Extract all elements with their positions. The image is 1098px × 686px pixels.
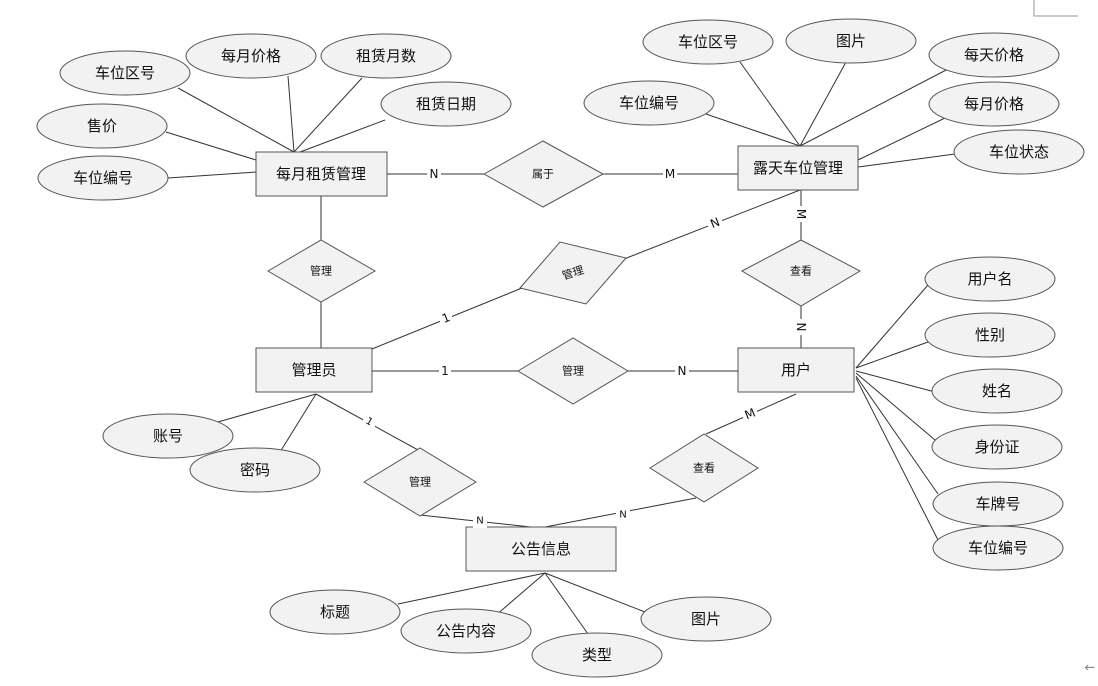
relationship-belongs-to-label: 属于 xyxy=(532,168,554,181)
cardinality-admin-manage-ann: 1 xyxy=(363,416,374,429)
entity-outdoor-parking-label: 露天车位管理 xyxy=(753,159,843,177)
attr-rental-monthly-price: 每月价格 xyxy=(185,33,317,79)
cardinality-user-managed: N xyxy=(678,364,687,378)
attr-ann-content-label: 公告内容 xyxy=(436,622,496,640)
entity-monthly-rental-label: 每月租赁管理 xyxy=(276,165,366,183)
attr-parking-image-label: 图片 xyxy=(836,32,866,50)
attr-rental-number-label: 车位编号 xyxy=(73,169,133,187)
attr-rental-monthly-price-label: 每月价格 xyxy=(221,47,281,65)
attributes: 车位区号 每月价格 租赁月数 租赁日期 售价 车位编号 车位区号 图片 每天价格… xyxy=(36,18,1085,678)
entity-announcement: 公告信息 xyxy=(465,526,617,572)
attr-parking-number: 车位编号 xyxy=(583,80,715,126)
relationship-manage-user-label: 管理 xyxy=(562,364,584,378)
attr-parking-monthly-price: 每月价格 xyxy=(928,81,1060,127)
entity-outdoor-parking: 露天车位管理 xyxy=(737,145,859,191)
attr-user-username: 用户名 xyxy=(924,256,1056,302)
attr-user-parking-number-label: 车位编号 xyxy=(968,539,1028,557)
entity-admin-label: 管理员 xyxy=(291,361,336,379)
attr-user-username-label: 用户名 xyxy=(967,270,1012,288)
attr-rental-months-label: 租赁月数 xyxy=(356,47,416,65)
entity-monthly-rental: 每月租赁管理 xyxy=(255,151,388,197)
relationship-view-parking: 查看 xyxy=(740,239,862,307)
relationship-manage-user: 管理 xyxy=(517,337,629,405)
entity-user-label: 用户 xyxy=(781,361,811,379)
attr-ann-image-label: 图片 xyxy=(691,610,721,628)
attr-ann-title: 标题 xyxy=(269,589,401,635)
attr-rental-months: 租赁月数 xyxy=(320,33,452,79)
attr-parking-daily-price: 每天价格 xyxy=(928,32,1060,78)
relationship-view-announcement-label: 查看 xyxy=(693,461,715,475)
attr-parking-daily-price-label: 每天价格 xyxy=(964,46,1024,64)
attr-parking-area: 车位区号 xyxy=(642,19,774,65)
attr-ann-title-label: 标题 xyxy=(320,603,350,621)
attr-user-id-card-label: 身份证 xyxy=(974,438,1019,456)
attr-ann-type-label: 类型 xyxy=(582,646,612,664)
cardinality-parking-view: M xyxy=(794,209,808,219)
cardinality-ann-viewed: N xyxy=(619,510,626,521)
attr-admin-password: 密码 xyxy=(189,447,321,493)
attr-user-name-label: 姓名 xyxy=(982,382,1012,400)
attr-user-plate-label: 车牌号 xyxy=(975,495,1020,513)
cardinality-ann-managed: N xyxy=(476,516,483,527)
cardinality-user-view-ann: M xyxy=(743,406,758,423)
attr-rental-sale-price: 售价 xyxy=(36,103,168,149)
attr-user-id-card: 身份证 xyxy=(931,424,1063,470)
attr-rental-area: 车位区号 xyxy=(59,50,191,96)
relationship-belongs-to: 属于 xyxy=(482,140,605,208)
attr-parking-status: 车位状态 xyxy=(953,129,1085,175)
attr-ann-content: 公告内容 xyxy=(400,608,532,654)
attr-user-parking-number: 车位编号 xyxy=(932,525,1064,571)
cardinality-rental-belongs: N xyxy=(430,167,439,181)
attr-parking-image: 图片 xyxy=(785,18,917,64)
relationship-manage-parking-label: 管理 xyxy=(560,262,585,282)
page-corner-mark xyxy=(1033,0,1078,17)
attr-user-gender: 性别 xyxy=(924,312,1056,358)
relationship-manage-announcement: 管理 xyxy=(363,447,477,517)
attr-user-plate: 车牌号 xyxy=(932,481,1064,527)
attr-rental-number: 车位编号 xyxy=(37,155,169,201)
attr-ann-image: 图片 xyxy=(640,596,772,642)
attr-admin-account: 账号 xyxy=(102,413,234,459)
attr-admin-password-label: 密码 xyxy=(240,461,270,479)
relationship-manage-parking: 管理 xyxy=(519,241,627,305)
attr-rental-area-label: 车位区号 xyxy=(95,64,155,82)
attr-user-name: 姓名 xyxy=(931,368,1063,414)
relationship-manage-rental-label: 管理 xyxy=(310,264,332,278)
entity-user: 用户 xyxy=(737,347,855,393)
relationship-view-parking-label: 查看 xyxy=(790,264,812,278)
attr-rental-sale-price-label: 售价 xyxy=(87,117,117,135)
attr-rental-date-label: 租赁日期 xyxy=(416,95,476,113)
attr-admin-account-label: 账号 xyxy=(153,427,183,445)
relationship-manage-rental: 管理 xyxy=(267,239,377,303)
attr-parking-monthly-price-label: 每月价格 xyxy=(964,95,1024,113)
scroll-arrow-icon: ← xyxy=(1085,661,1096,676)
relationship-manage-announcement-label: 管理 xyxy=(409,475,431,489)
entity-announcement-label: 公告信息 xyxy=(511,540,571,558)
cardinality-admin-manage-user: 1 xyxy=(441,364,449,378)
attr-parking-area-label: 车位区号 xyxy=(678,33,738,51)
relationship-view-announcement: 查看 xyxy=(649,433,759,503)
attr-rental-date: 租赁日期 xyxy=(380,81,512,127)
cardinality-parking-belongs: M xyxy=(665,167,675,181)
attr-parking-number-label: 车位编号 xyxy=(619,94,679,112)
attr-parking-status-label: 车位状态 xyxy=(989,143,1049,161)
attr-ann-type: 类型 xyxy=(531,632,663,678)
entity-admin: 管理员 xyxy=(255,347,373,393)
attr-user-gender-label: 性别 xyxy=(975,326,1005,344)
cardinality-labels: N M 1 N M N 1 N 1 N N M xyxy=(363,166,808,528)
cardinality-user-view-parking: N xyxy=(794,323,808,332)
